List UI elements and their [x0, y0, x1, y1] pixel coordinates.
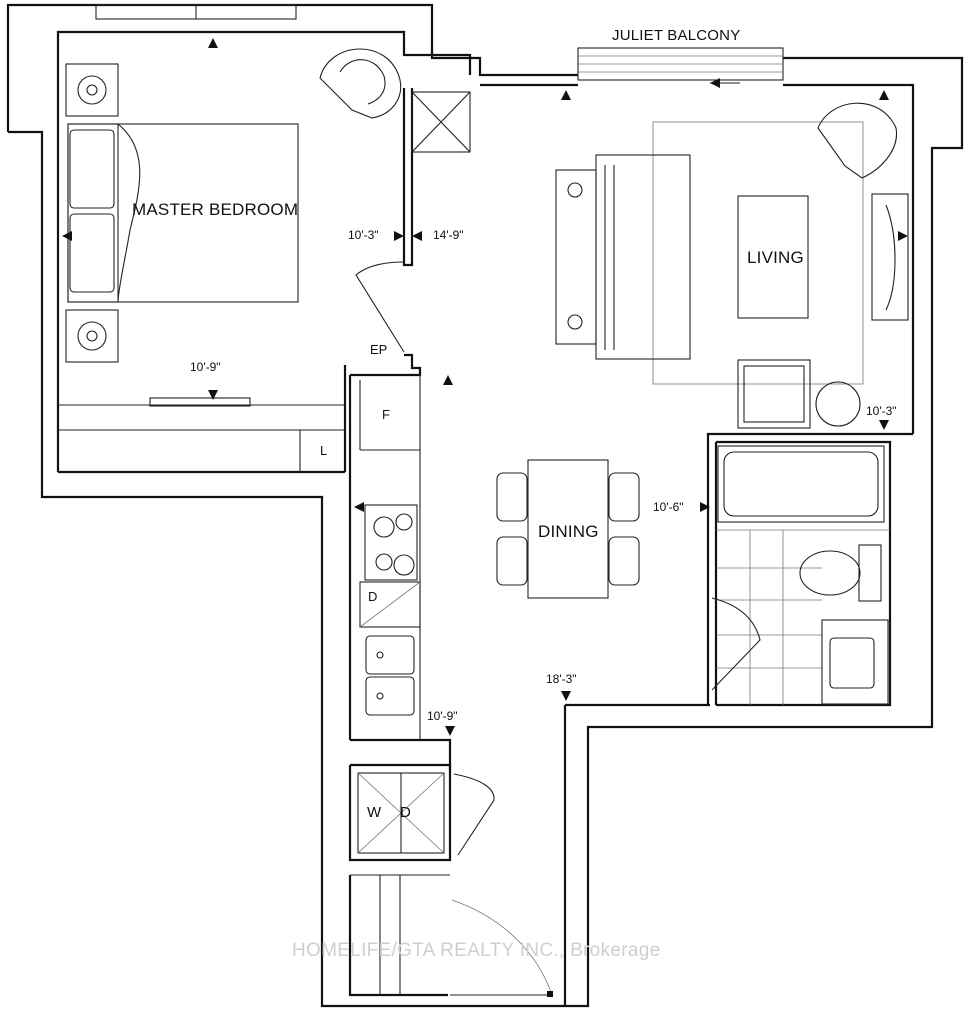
- dim-bath-depth: 10'-6": [653, 500, 684, 514]
- dining-label: DINING: [538, 522, 599, 541]
- dining-furniture: [496, 459, 640, 599]
- balcony-label: JULIET BALCONY: [612, 27, 741, 44]
- dimension-arrows: [62, 38, 908, 736]
- tag-fridge: F: [382, 407, 390, 422]
- bathroom: [711, 445, 890, 705]
- windows: [95, 4, 784, 81]
- dim-living-depth: 14'-9": [433, 228, 464, 242]
- laundry: [357, 772, 495, 856]
- dim-living-width: 10'-3": [866, 404, 897, 418]
- tag-dishwasher: D: [368, 589, 378, 604]
- dim-bedroom-width: 10'-9": [190, 360, 221, 374]
- tag-dryer: D: [400, 804, 412, 821]
- watermark: HOMELIFE/GTA REALTY INC., Brokerage: [292, 940, 661, 961]
- tag-electrical-panel: EP: [370, 342, 388, 357]
- kitchen: [359, 375, 421, 740]
- living-label: LIVING: [747, 248, 804, 267]
- master-bedroom-label: MASTER BEDROOM: [132, 200, 299, 219]
- tag-washer: W: [367, 804, 382, 821]
- exterior-walls: [6, 3, 964, 1008]
- entry-storage: [350, 874, 553, 997]
- tag-linen: L: [320, 443, 328, 458]
- dim-kitchen-width: 10'-9": [427, 709, 458, 723]
- dim-bedroom-depth: 10'-3": [348, 228, 379, 242]
- dim-dining-depth: 18'-3": [546, 672, 577, 686]
- living-furniture: [555, 102, 909, 429]
- bedroom-furniture: [58, 48, 471, 472]
